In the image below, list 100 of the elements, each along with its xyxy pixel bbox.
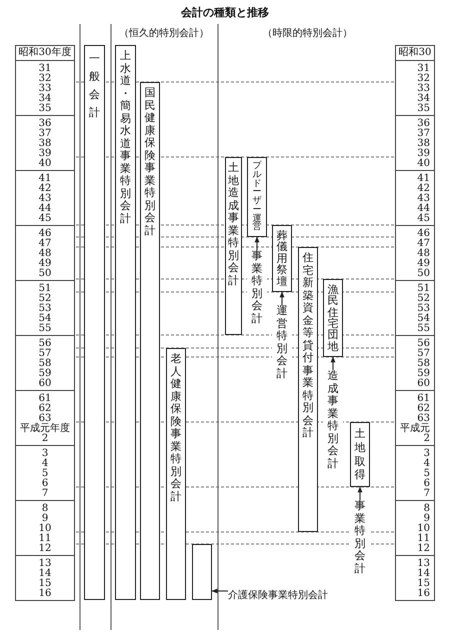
year-label: 49: [416, 259, 430, 269]
year-label: 53: [416, 304, 430, 314]
table-header-cell: 昭和30: [395, 45, 435, 61]
year-label: 10: [416, 524, 430, 534]
year-label: 45: [38, 214, 52, 224]
year-label: 41: [416, 174, 430, 184]
year-label: 39: [38, 149, 52, 159]
arrow: [254, 236, 260, 250]
year-label: 59: [416, 369, 430, 379]
year-label: 34: [416, 94, 430, 104]
account-name: 国民健康保険事業特別会計: [144, 87, 156, 237]
year-label: 10: [38, 524, 52, 534]
year-label: 49: [38, 259, 52, 269]
year-label: 35: [38, 104, 52, 114]
year-label: 62: [38, 404, 52, 414]
year-label: 48: [38, 249, 52, 259]
year-label: 59: [38, 369, 52, 379]
year-label: 14: [38, 569, 52, 579]
arrow: [358, 486, 362, 500]
year-label: 61: [416, 394, 430, 404]
account-bar: [225, 157, 242, 335]
account-name: 土地取得: [354, 427, 366, 482]
year-label: 11: [416, 534, 430, 544]
account-name: 運営特別会計: [276, 305, 288, 380]
account-bar: [323, 279, 343, 357]
year-label: 33: [38, 84, 52, 94]
year-label: 9: [42, 514, 48, 524]
year-label: 平成元年度: [20, 424, 70, 434]
year-label: 15: [416, 579, 430, 589]
year-label: 55: [38, 324, 52, 334]
year-label: 32: [416, 74, 430, 84]
year-label: 43: [38, 194, 52, 204]
year-label: 16: [38, 589, 52, 599]
year-label: 35: [416, 104, 430, 114]
year-label: 60: [38, 379, 52, 389]
year-label: 56: [416, 339, 430, 349]
account-name: 事業特別会計: [354, 500, 366, 575]
year-label: 52: [416, 294, 430, 304]
year-label: 31: [38, 64, 52, 74]
account-name: 住宅新築資金等貸付事業特別会計: [302, 252, 314, 440]
year-label: 52: [38, 294, 52, 304]
year-label: 6: [40, 479, 50, 489]
year-label: 45: [416, 214, 430, 224]
year-label: 12: [38, 544, 52, 554]
account-name: 老人健康保険事業特別会計: [170, 353, 182, 503]
year-label: 41: [38, 174, 52, 184]
account-name: 葬儀用祭壇: [276, 230, 288, 288]
year-label: 13: [416, 559, 430, 569]
year-label: 55: [416, 324, 430, 334]
account-bar: [115, 45, 136, 600]
year-label: 54: [416, 314, 430, 324]
year-label: 12: [416, 544, 430, 554]
year-label: 11: [38, 534, 52, 544]
account-name: 介護保険事業特別会計: [228, 590, 328, 601]
year-label: 平成元: [400, 424, 430, 434]
account-bar: [140, 82, 160, 600]
year-label: 8: [40, 504, 50, 514]
account-name: 漁民住宅団地: [327, 284, 339, 352]
year-label: 4: [40, 459, 50, 469]
account-bar: [84, 45, 105, 600]
empty-box: [192, 544, 212, 600]
account-name: ブルドーザー運営: [252, 162, 262, 232]
year-label: 9: [424, 514, 430, 524]
year-label: 51: [38, 284, 52, 294]
year-label: 2: [422, 434, 430, 444]
year-label: 47: [416, 239, 430, 249]
arrow: [211, 588, 228, 594]
account-bar: [166, 348, 186, 600]
year-label: 33: [416, 84, 430, 94]
year-label: 7: [422, 489, 430, 499]
year-label: 57: [38, 349, 52, 359]
account-bar: [298, 247, 318, 532]
account-name: 上水道・簡易水道事業特別会計: [120, 50, 132, 225]
account-name: 造成事業特別会計: [327, 370, 339, 470]
year-label: 34: [38, 94, 52, 104]
year-label: 14: [416, 569, 430, 579]
year-label: 56: [38, 339, 52, 349]
year-label: 44: [416, 204, 430, 214]
year-label: 44: [38, 204, 52, 214]
year-label: 48: [416, 249, 430, 259]
year-label: 50: [416, 269, 430, 279]
year-label: 36: [38, 119, 52, 129]
year-label: 38: [38, 139, 52, 149]
account-name: 事業特別会計: [251, 250, 263, 325]
year-label: 40: [38, 159, 52, 169]
year-label: 6: [422, 479, 430, 489]
table-header-cell: 昭和30年度: [15, 45, 75, 61]
year-label: 31: [416, 64, 430, 74]
year-label: 39: [416, 149, 430, 159]
year-label: 38: [416, 139, 430, 149]
section-heading: （時限的特別会計）: [262, 26, 354, 40]
year-label: 58: [416, 359, 430, 369]
year-label: 50: [38, 269, 52, 279]
year-label: 3: [422, 449, 430, 459]
year-label: 47: [38, 239, 52, 249]
account-name: 一般会計: [88, 51, 100, 121]
year-label: 60: [416, 379, 430, 389]
year-label: 58: [38, 359, 52, 369]
year-label: 53: [38, 304, 52, 314]
account-bar: [272, 225, 292, 292]
